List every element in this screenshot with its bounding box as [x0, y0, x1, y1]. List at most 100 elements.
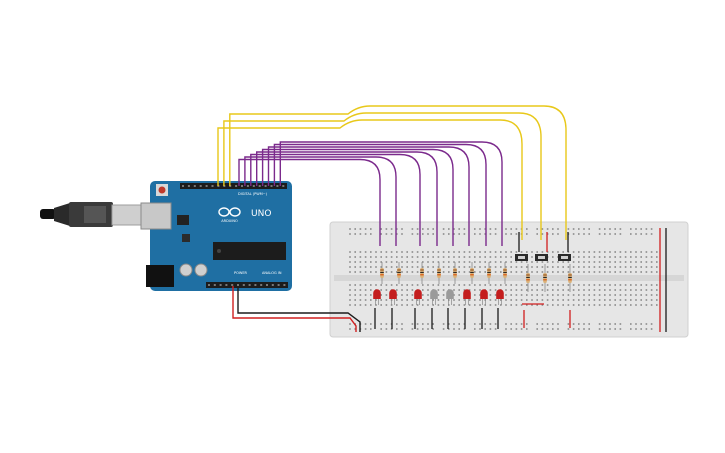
- breadboard-hole[interactable]: [526, 251, 528, 253]
- rail-hole[interactable]: [463, 233, 466, 235]
- resistor[interactable]: [380, 262, 384, 284]
- breadboard-hole[interactable]: [562, 271, 564, 273]
- rail-hole[interactable]: [510, 323, 512, 325]
- rail-hole[interactable]: [515, 228, 518, 230]
- rail-hole[interactable]: [385, 323, 388, 325]
- breadboard-hole[interactable]: [624, 266, 627, 268]
- breadboard-hole[interactable]: [427, 261, 429, 263]
- breadboard-hole[interactable]: [520, 266, 523, 268]
- breadboard-hole[interactable]: [396, 261, 398, 263]
- header-pin[interactable]: [213, 284, 216, 286]
- breadboard-hole[interactable]: [474, 266, 476, 268]
- rail-hole[interactable]: [396, 228, 398, 230]
- breadboard-hole[interactable]: [411, 304, 414, 306]
- breadboard-hole[interactable]: [583, 299, 585, 301]
- breadboard-hole[interactable]: [541, 271, 544, 273]
- breadboard-hole[interactable]: [354, 256, 356, 258]
- breadboard-hole[interactable]: [656, 266, 658, 268]
- breadboard-hole[interactable]: [572, 299, 575, 301]
- breadboard-hole[interactable]: [583, 284, 585, 286]
- header-pin[interactable]: [187, 185, 190, 187]
- breadboard-hole[interactable]: [583, 304, 585, 306]
- breadboard-hole[interactable]: [432, 299, 434, 301]
- breadboard-hole[interactable]: [411, 261, 414, 263]
- rail-hole[interactable]: [572, 328, 575, 330]
- breadboard-hole[interactable]: [406, 284, 408, 286]
- breadboard-hole[interactable]: [359, 261, 362, 263]
- breadboard-hole[interactable]: [510, 271, 512, 273]
- breadboard-hole[interactable]: [359, 256, 362, 258]
- breadboard-hole[interactable]: [541, 289, 544, 291]
- breadboard-hole[interactable]: [458, 266, 460, 268]
- breadboard-hole[interactable]: [442, 251, 445, 253]
- breadboard-hole[interactable]: [500, 299, 502, 301]
- rail-hole[interactable]: [427, 233, 429, 235]
- breadboard-hole[interactable]: [370, 289, 372, 291]
- rail-hole[interactable]: [645, 328, 648, 330]
- breadboard-hole[interactable]: [494, 299, 497, 301]
- resistor[interactable]: [568, 264, 572, 292]
- breadboard-hole[interactable]: [619, 261, 622, 263]
- breadboard-hole[interactable]: [578, 299, 580, 301]
- breadboard-hole[interactable]: [604, 271, 606, 273]
- breadboard-hole[interactable]: [650, 271, 653, 273]
- rail-hole[interactable]: [411, 233, 414, 235]
- breadboard-hole[interactable]: [453, 289, 455, 291]
- breadboard-hole[interactable]: [609, 299, 611, 301]
- breadboard-hole[interactable]: [396, 266, 398, 268]
- breadboard-hole[interactable]: [474, 289, 476, 291]
- breadboard-hole[interactable]: [624, 261, 627, 263]
- breadboard-hole[interactable]: [510, 294, 512, 296]
- rail-hole[interactable]: [364, 323, 367, 325]
- rail-hole[interactable]: [474, 233, 476, 235]
- rail-hole[interactable]: [541, 323, 544, 325]
- breadboard-hole[interactable]: [489, 256, 492, 258]
- breadboard-hole[interactable]: [411, 266, 414, 268]
- breadboard-hole[interactable]: [656, 299, 658, 301]
- pushbutton[interactable]: [515, 254, 528, 261]
- breadboard-hole[interactable]: [474, 284, 476, 286]
- breadboard-hole[interactable]: [411, 289, 414, 291]
- breadboard-hole[interactable]: [494, 284, 497, 286]
- breadboard-hole[interactable]: [354, 289, 356, 291]
- breadboard-hole[interactable]: [468, 289, 471, 291]
- breadboard-hole[interactable]: [489, 304, 492, 306]
- breadboard-hole[interactable]: [604, 251, 606, 253]
- rail-hole[interactable]: [458, 233, 460, 235]
- breadboard-hole[interactable]: [422, 304, 424, 306]
- rail-hole[interactable]: [484, 233, 486, 235]
- rail-hole[interactable]: [546, 323, 549, 325]
- breadboard-hole[interactable]: [635, 266, 637, 268]
- rail-hole[interactable]: [572, 233, 575, 235]
- breadboard-hole[interactable]: [546, 261, 549, 263]
- breadboard-hole[interactable]: [463, 271, 466, 273]
- breadboard-hole[interactable]: [536, 271, 538, 273]
- breadboard-hole[interactable]: [583, 261, 585, 263]
- rail-hole[interactable]: [541, 228, 544, 230]
- breadboard-hole[interactable]: [437, 304, 440, 306]
- breadboard-hole[interactable]: [526, 289, 528, 291]
- rail-hole[interactable]: [448, 328, 450, 330]
- breadboard-hole[interactable]: [588, 304, 590, 306]
- breadboard-hole[interactable]: [640, 271, 642, 273]
- breadboard-hole[interactable]: [593, 304, 596, 306]
- breadboard-hole[interactable]: [520, 294, 523, 296]
- rail-hole[interactable]: [474, 328, 476, 330]
- breadboard-hole[interactable]: [349, 304, 351, 306]
- breadboard-hole[interactable]: [442, 271, 445, 273]
- led-signal-wire[interactable]: [256, 151, 438, 246]
- breadboard-hole[interactable]: [619, 256, 622, 258]
- breadboard-hole[interactable]: [604, 299, 606, 301]
- breadboard-hole[interactable]: [546, 284, 549, 286]
- breadboard-hole[interactable]: [359, 299, 362, 301]
- breadboard-hole[interactable]: [536, 261, 538, 263]
- breadboard-hole[interactable]: [572, 261, 575, 263]
- breadboard-hole[interactable]: [645, 251, 648, 253]
- led[interactable]: [389, 289, 397, 305]
- breadboard-hole[interactable]: [531, 299, 533, 301]
- breadboard-hole[interactable]: [593, 266, 596, 268]
- breadboard-hole[interactable]: [567, 304, 570, 306]
- rail-hole[interactable]: [416, 328, 419, 330]
- breadboard-hole[interactable]: [349, 261, 351, 263]
- rail-hole[interactable]: [614, 328, 616, 330]
